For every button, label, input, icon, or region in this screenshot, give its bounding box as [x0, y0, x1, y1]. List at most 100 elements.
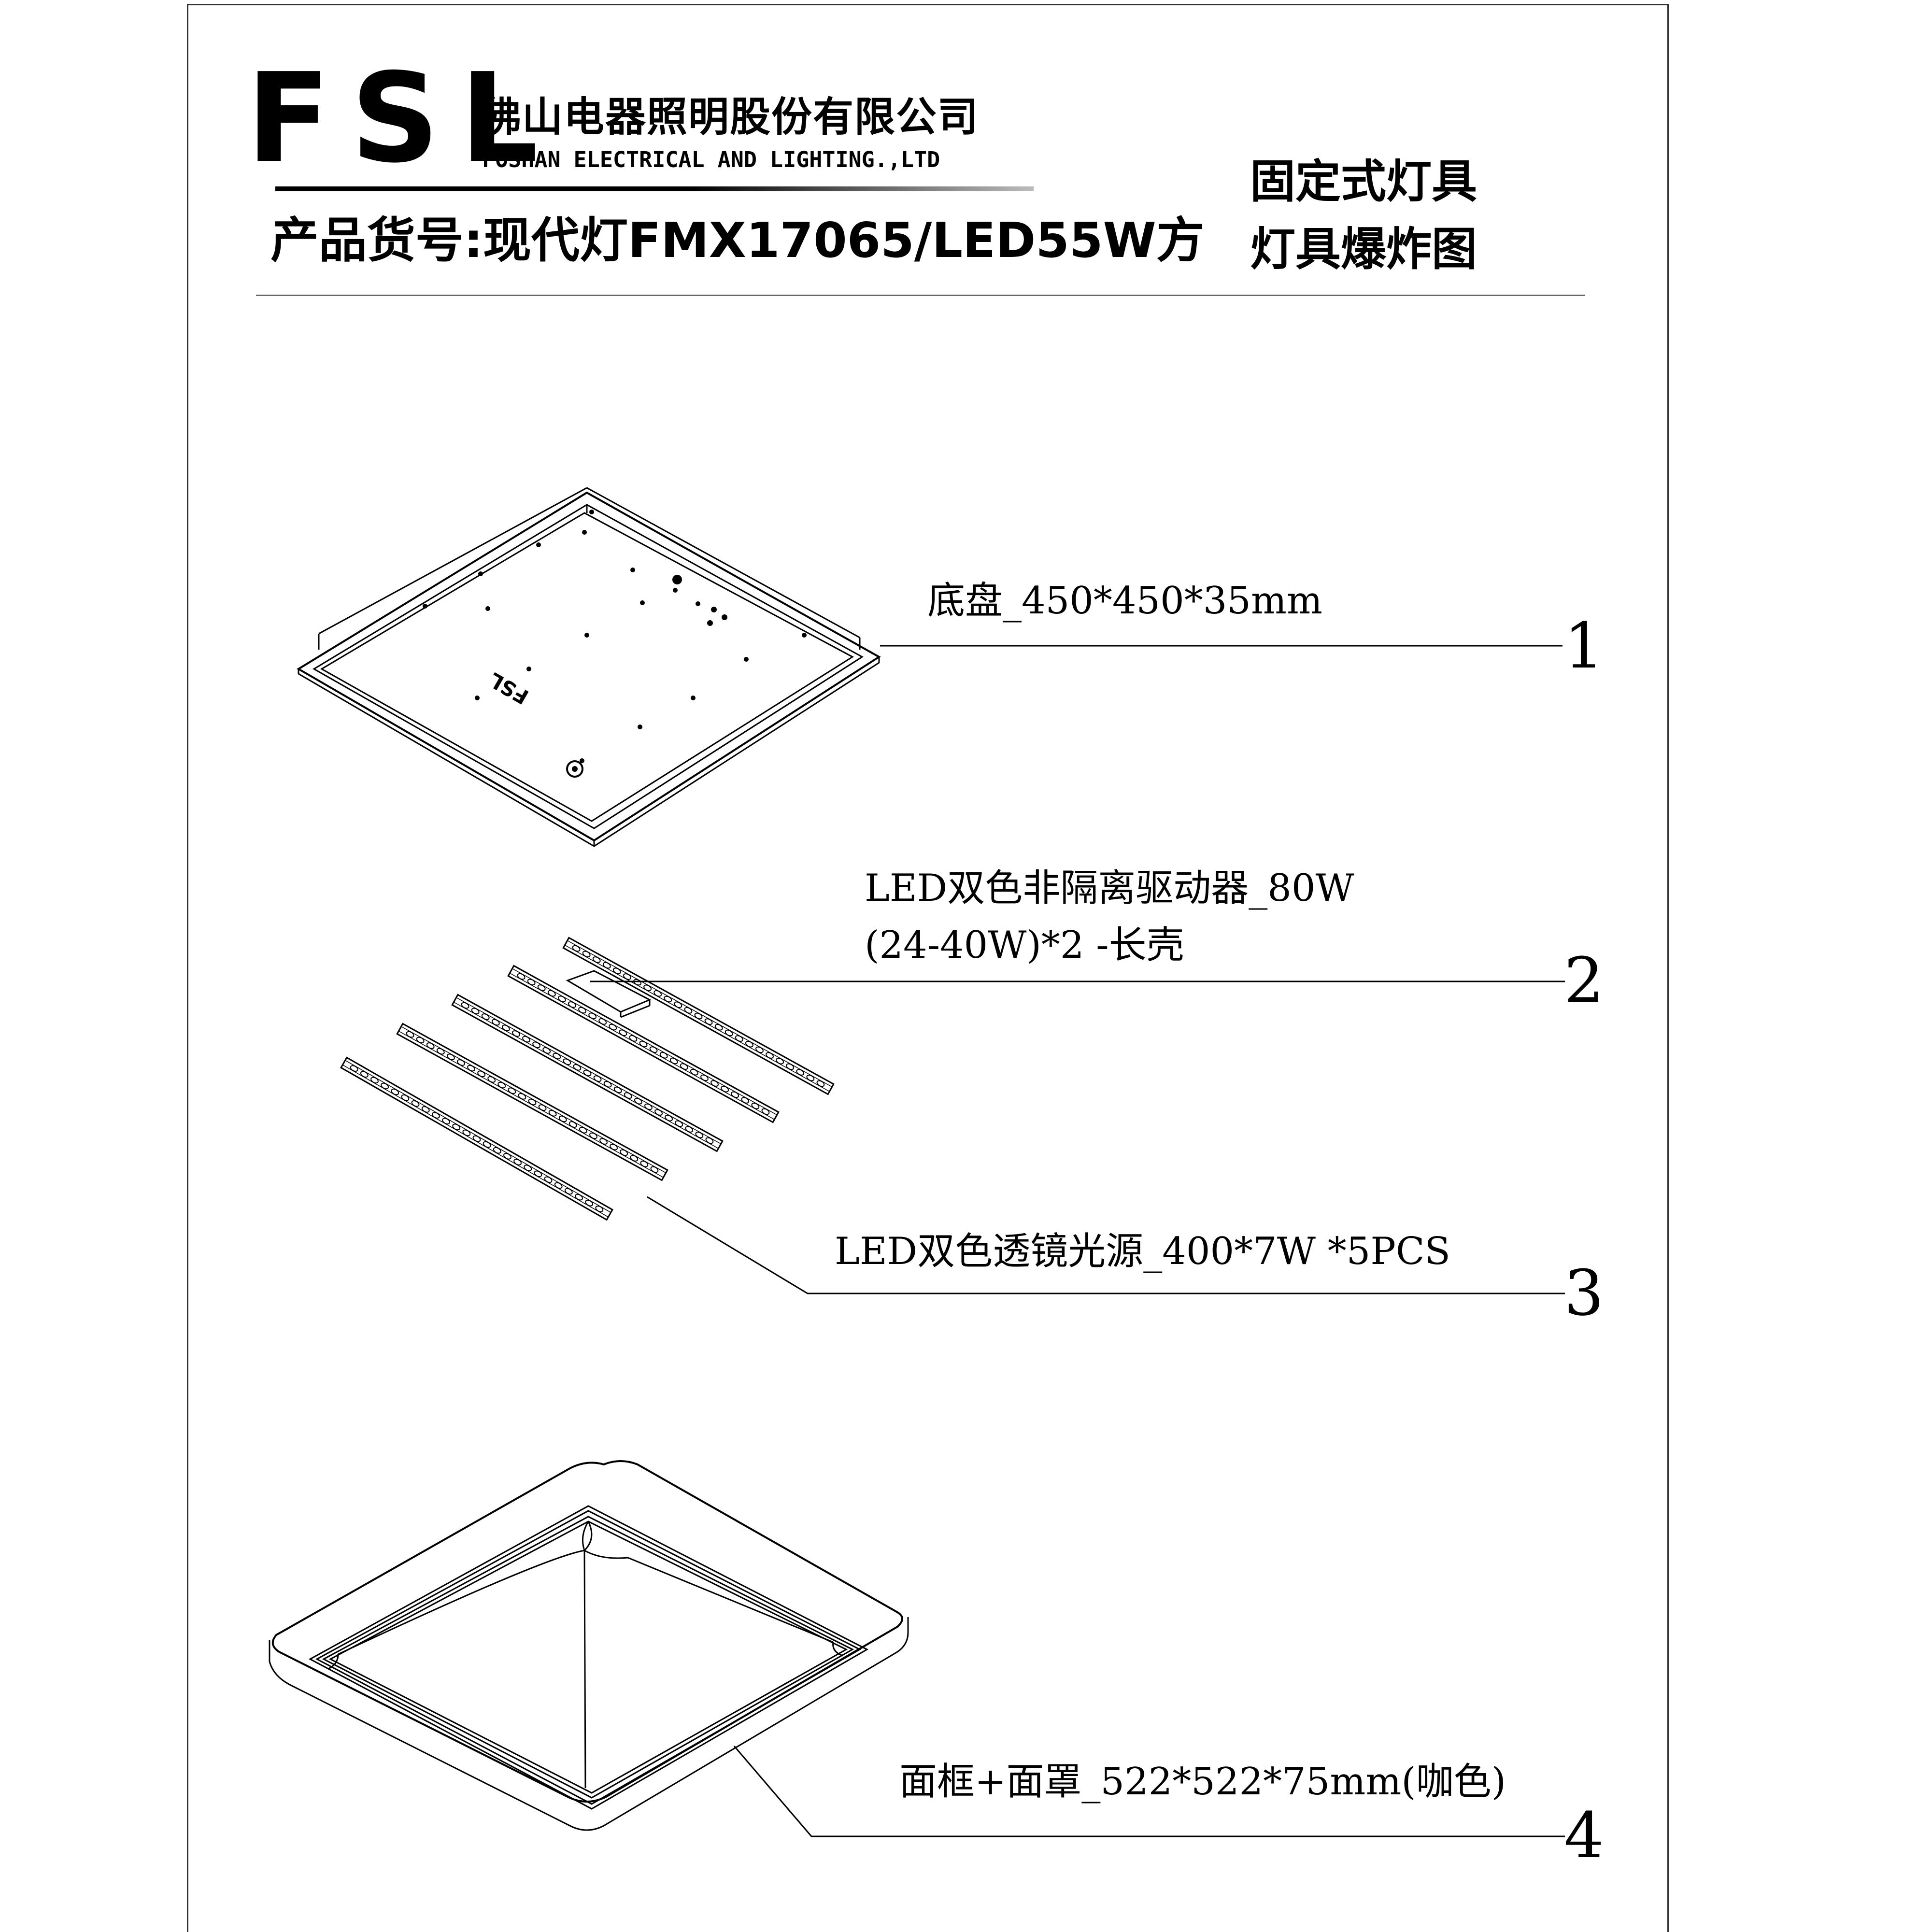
led-lens	[462, 1129, 471, 1136]
led-lens	[585, 1199, 594, 1207]
led-lens	[623, 973, 631, 980]
led-lens	[554, 1182, 563, 1189]
led-lens	[694, 1012, 703, 1020]
led-lens	[583, 1069, 592, 1077]
led-lens	[603, 1080, 612, 1088]
led-lens	[669, 1057, 678, 1065]
led-lens	[528, 1098, 537, 1106]
led-lens	[612, 967, 621, 975]
led-lens	[522, 1036, 530, 1043]
drawing-sheet-border	[187, 4, 1669, 1932]
part-1-label: 底盘_450*450*35mm	[927, 579, 1322, 623]
leader-line-4	[733, 1746, 1565, 1837]
led-lens	[649, 1046, 658, 1053]
led-lens	[493, 1147, 501, 1154]
led-strip	[340, 1056, 614, 1221]
led-lens	[593, 1075, 602, 1082]
base-plate-drawing: FSL	[297, 487, 881, 847]
frame-diffuser-drawing	[269, 1460, 909, 1831]
led-lens	[735, 1035, 743, 1042]
led-lens	[527, 979, 536, 986]
led-lens	[650, 1166, 659, 1173]
led-lens	[714, 1023, 723, 1031]
led-lens	[501, 1024, 510, 1032]
company-name-en: FOSHAN ELECTRICAL AND LIGHTING.,LTD	[482, 147, 940, 172]
led-lens	[548, 1109, 557, 1117]
led-lens	[391, 1088, 399, 1095]
part-1-number: 1	[1564, 609, 1604, 682]
led-lens	[684, 1007, 693, 1014]
header-divider	[275, 186, 1034, 191]
led-lens	[630, 1155, 639, 1162]
base-plate-grommet	[566, 760, 583, 778]
led-lens	[512, 1030, 520, 1037]
company-name-cn: 佛山电器照明股份有限公司	[481, 93, 980, 141]
led-lens	[350, 1065, 358, 1072]
driver-drawing	[566, 970, 652, 1018]
led-strip-inner	[398, 1026, 667, 1178]
led-lens	[471, 1008, 480, 1015]
led-lens	[620, 1149, 628, 1156]
led-lens	[761, 1108, 770, 1115]
part-2-label-line2: (24-40W)*2 -长壳	[865, 923, 1184, 967]
part-3-label: LED双色透镜光源_400*7W *5PCS	[835, 1230, 1450, 1273]
led-lens	[705, 1137, 714, 1144]
led-lens	[578, 1007, 586, 1014]
led-lens	[370, 1077, 379, 1084]
led-lens	[639, 1040, 648, 1048]
base-plate-logo: FSL	[485, 668, 533, 709]
led-lens	[588, 1012, 597, 1020]
part-3-number: 3	[1564, 1256, 1604, 1330]
led-lens	[538, 1104, 547, 1111]
led-lens	[481, 1013, 490, 1020]
led-lens	[613, 1086, 622, 1094]
led-lens	[452, 1123, 461, 1131]
led-lens	[786, 1063, 795, 1070]
led-lens	[766, 1052, 774, 1059]
led-lens	[724, 1029, 733, 1037]
led-lens	[680, 1063, 688, 1070]
led-lens	[487, 1076, 496, 1083]
led-lens	[564, 1188, 573, 1195]
led-lens	[534, 1170, 542, 1178]
led-lens	[599, 1138, 608, 1145]
led-lens	[568, 1001, 576, 1008]
led-lens	[524, 1165, 532, 1171]
led-lens	[741, 1097, 750, 1104]
document-title: 灯具爆炸图	[1250, 223, 1477, 276]
led-lens	[695, 1131, 704, 1138]
led-lens	[503, 1153, 511, 1160]
led-lens	[421, 1106, 430, 1113]
led-lens	[643, 984, 652, 992]
led-lens	[491, 1019, 500, 1026]
led-lens	[426, 1042, 435, 1049]
led-lens	[411, 1100, 420, 1107]
led-lens	[472, 1135, 481, 1142]
led-lens	[381, 1082, 389, 1090]
led-lens	[544, 1176, 553, 1183]
part-2-label-line1: LED双色非隔离驱动器_80W	[865, 867, 1354, 910]
led-lens	[633, 979, 641, 986]
led-strip-inner	[564, 940, 833, 1092]
led-lens	[816, 1080, 825, 1087]
led-lens	[558, 1115, 567, 1122]
led-lens	[589, 1132, 597, 1139]
led-lens	[634, 1097, 642, 1105]
led-lens	[624, 1092, 632, 1099]
base-plate-holes	[423, 510, 807, 763]
led-lens	[457, 1059, 465, 1066]
led-lens	[755, 1046, 764, 1053]
led-lens	[592, 956, 601, 963]
led-lens	[360, 1071, 369, 1078]
led-strip-inner	[509, 968, 778, 1120]
led-lens	[700, 1074, 709, 1081]
part-4-number: 4	[1564, 1799, 1604, 1872]
led-lens	[575, 1193, 583, 1201]
led-lens	[665, 1114, 673, 1122]
led-lens	[579, 1126, 587, 1134]
led-lens	[416, 1037, 425, 1044]
led-lens	[704, 1018, 713, 1025]
led-lens	[731, 1091, 739, 1098]
led-lens	[610, 1143, 618, 1151]
